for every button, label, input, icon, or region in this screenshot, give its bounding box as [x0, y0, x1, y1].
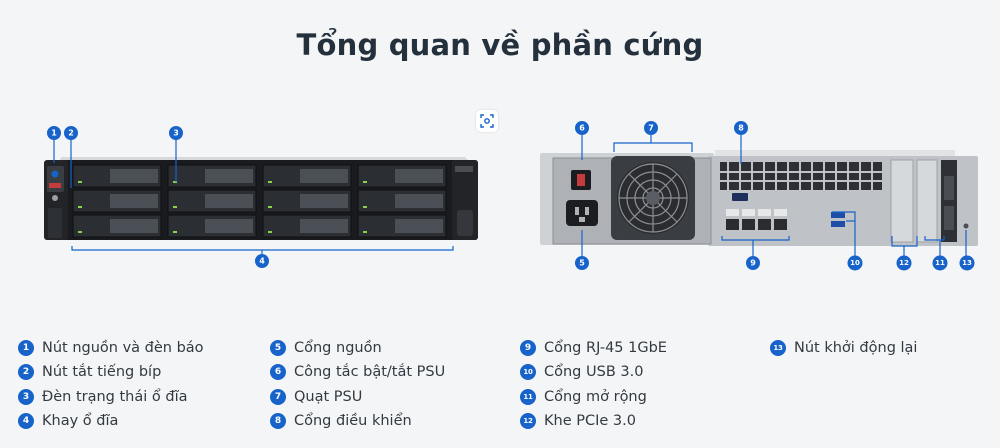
svg-text:12: 12	[899, 259, 909, 267]
hardware-figure: 1 2 3 4 5 6 7 8 9 10 12 11 13	[44, 121, 978, 271]
legend-label: Cổng nguồn	[294, 340, 382, 356]
svg-text:7: 7	[648, 124, 654, 133]
legend-number: 9	[520, 340, 536, 356]
legend-label: Công tắc bật/tắt PSU	[294, 364, 446, 380]
callout-4: 4	[255, 254, 269, 268]
svg-text:3: 3	[173, 129, 179, 138]
legend-label: Cổng mở rộng	[544, 389, 647, 405]
callout-3: 3	[169, 126, 183, 140]
legend-number: 11	[520, 389, 536, 405]
svg-text:9: 9	[750, 259, 756, 268]
svg-text:5: 5	[579, 259, 585, 268]
callout-6: 6	[575, 121, 589, 135]
zoom-button[interactable]	[476, 110, 498, 132]
legend-label: Cổng RJ-45 1GbE	[544, 340, 667, 356]
callout-11: 11	[932, 255, 948, 271]
legend-item: 8 Cổng điều khiển	[270, 411, 412, 431]
legend-number: 10	[520, 364, 536, 380]
legend-item: 9 Cổng RJ-45 1GbE	[520, 338, 667, 358]
svg-text:1: 1	[51, 129, 57, 138]
legend-number: 13	[770, 340, 786, 356]
callout-5: 5	[575, 256, 589, 270]
legend-item: 10 Cổng USB 3.0	[520, 362, 643, 382]
zoom-focus-icon	[480, 114, 494, 128]
legend-item: 5 Cổng nguồn	[270, 338, 382, 358]
legend-item: 4 Khay ổ đĩa	[18, 411, 118, 431]
back-view	[540, 135, 978, 256]
legend-item: 3 Đèn trạng thái ổ đĩa	[18, 387, 188, 407]
legend-item: 6 Công tắc bật/tắt PSU	[270, 362, 445, 382]
callout-1: 1	[47, 126, 61, 140]
legend-item: 1 Nút nguồn và đèn báo	[18, 338, 204, 358]
legend-label: Đèn trạng thái ổ đĩa	[42, 389, 188, 405]
legend-label: Cổng USB 3.0	[544, 364, 644, 380]
svg-text:6: 6	[579, 124, 585, 133]
callout-2: 2	[64, 126, 78, 140]
legend-item: 7 Quạt PSU	[270, 387, 362, 407]
legend-number: 12	[520, 413, 536, 429]
svg-text:2: 2	[68, 129, 74, 138]
callout-13: 13	[959, 255, 975, 271]
front-view	[44, 139, 478, 254]
legend-number: 4	[18, 413, 34, 429]
callout-10: 10	[847, 255, 863, 271]
legend-label: Nút nguồn và đèn báo	[42, 340, 204, 356]
legend-number: 6	[270, 364, 286, 380]
legend-item: 2 Nút tắt tiếng bíp	[18, 362, 161, 382]
svg-text:4: 4	[259, 257, 265, 266]
legend-item: 11 Cổng mở rộng	[520, 387, 647, 407]
legend-item: 13 Nút khởi động lại	[770, 338, 917, 358]
hardware-legend: 1 Nút nguồn và đèn báo 2 Nút tắt tiếng bíp…	[18, 336, 998, 436]
legend-label: Cổng điều khiển	[294, 413, 412, 429]
callout-12: 12	[896, 255, 912, 271]
svg-text:11: 11	[935, 259, 945, 267]
svg-text:13: 13	[962, 259, 972, 267]
legend-number: 2	[18, 364, 34, 380]
svg-text:8: 8	[738, 124, 744, 133]
legend-number: 3	[18, 389, 34, 405]
callout-9: 9	[746, 256, 760, 270]
legend-number: 5	[270, 340, 286, 356]
legend-label: Nút tắt tiếng bíp	[42, 364, 162, 380]
legend-number: 7	[270, 389, 286, 405]
legend-label: Quạt PSU	[294, 389, 363, 405]
legend-label: Khay ổ đĩa	[42, 413, 119, 429]
callout-8: 8	[734, 121, 748, 135]
legend-label: Khe PCIe 3.0	[544, 413, 636, 429]
legend-number: 1	[18, 340, 34, 356]
svg-text:10: 10	[850, 259, 860, 267]
legend-number: 8	[270, 413, 286, 429]
legend-item: 12 Khe PCIe 3.0	[520, 411, 636, 431]
page-title: Tổng quan về phần cứng	[296, 28, 704, 62]
callout-7: 7	[644, 121, 658, 135]
legend-label: Nút khởi động lại	[794, 340, 918, 356]
